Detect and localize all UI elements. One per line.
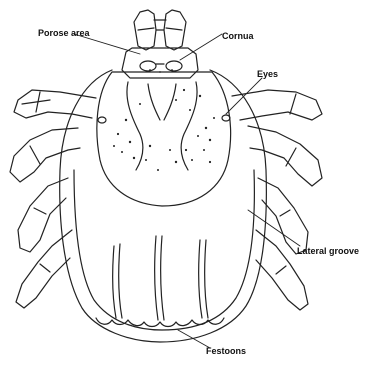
label-eyes: Eyes: [257, 69, 278, 79]
label-porose-area: Porose area: [38, 28, 90, 38]
label-lateral-groove: Lateral groove: [297, 246, 359, 256]
label-festoons: Festoons: [206, 346, 246, 356]
lateral-groove-line: [74, 170, 254, 330]
cervical-groove-right: [181, 82, 197, 170]
capitulum: [122, 10, 198, 78]
eye-right: [222, 115, 230, 121]
left-legs: [10, 90, 96, 308]
label-cornua: Cornua: [222, 31, 254, 41]
right-legs: [232, 90, 322, 310]
eye-left: [98, 117, 106, 123]
cervical-groove-left: [127, 82, 143, 170]
